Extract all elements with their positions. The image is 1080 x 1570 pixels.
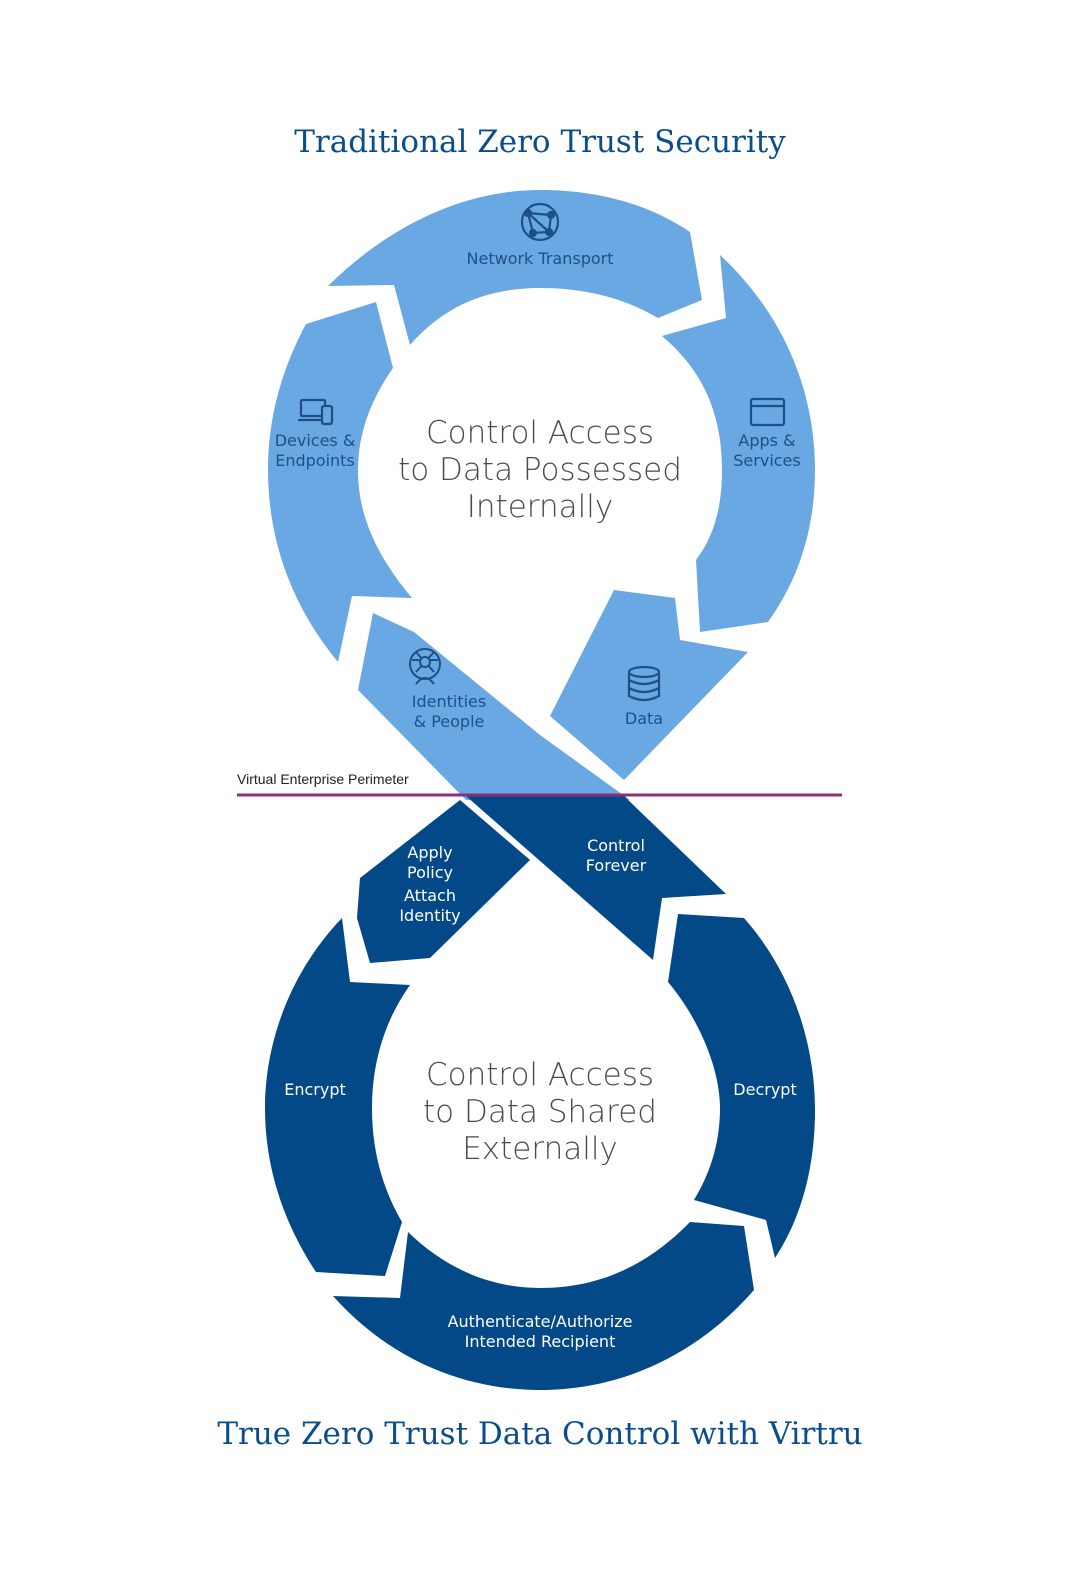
encrypt-label: Encrypt [284, 1080, 346, 1099]
control-line1: Control [587, 836, 645, 855]
decrypt-label: Decrypt [733, 1080, 797, 1099]
devices-endpoints-label: Devices & Endpoints [266, 431, 364, 471]
network-globe-icon [520, 202, 560, 242]
upper-center-line3: Internally [466, 489, 614, 525]
network-transport-label: Network Transport [466, 249, 614, 268]
browser-window-icon [749, 397, 786, 427]
segment-control-forever [466, 796, 726, 960]
lower-center-line1: Control Access [425, 1057, 655, 1093]
database-icon [627, 665, 661, 702]
devices-label-line2: Endpoints [275, 451, 355, 470]
control-forever-label: Control Forever [566, 836, 666, 876]
segment-apply-policy [357, 800, 530, 963]
apps-label-line2: Services [733, 451, 801, 470]
segment-encrypt [265, 918, 410, 1276]
apps-services-label: Apps & Services [718, 431, 816, 471]
lower-loop [265, 796, 815, 1390]
data-label: Data [624, 709, 664, 728]
lower-center-line2: to Data Shared [423, 1094, 657, 1130]
apply-policy-label: Apply Policy Attach Identity [380, 843, 480, 926]
control-line2: Forever [585, 856, 647, 875]
segment-data [550, 590, 748, 780]
identities-people-label: Identities & People [400, 692, 498, 732]
identities-label-line1: Identities [411, 692, 487, 711]
devices-icon [298, 398, 334, 426]
segment-decrypt [668, 914, 815, 1258]
perimeter-label: Virtual Enterprise Perimeter [237, 771, 409, 787]
apply-line1: Apply [407, 843, 453, 862]
top-title: Traditional Zero Trust Security [294, 124, 786, 160]
segment-apps-services [662, 255, 815, 632]
apply-line2: Policy [406, 863, 454, 882]
lower-center-line3: Externally [462, 1131, 618, 1167]
identity-network-icon [409, 648, 441, 685]
apps-label-line1: Apps & [738, 431, 796, 450]
lower-center-text: Control Access to Data Shared Externally [390, 1057, 690, 1168]
auth-line1: Authenticate/Authorize [447, 1312, 633, 1331]
segment-devices-endpoints [268, 302, 412, 662]
apply-line3: Attach [404, 886, 456, 905]
authenticate-label: Authenticate/Authorize Intended Recipien… [410, 1312, 670, 1352]
segment-network-transport [328, 190, 702, 345]
devices-label-line1: Devices & [274, 431, 356, 450]
bottom-title: True Zero Trust Data Control with Virtru [217, 1416, 863, 1452]
segment-authenticate [333, 1222, 754, 1390]
auth-line2: Intended Recipient [464, 1332, 616, 1351]
upper-center-line2: to Data Possessed [398, 452, 682, 488]
upper-center-line1: Control Access [425, 415, 655, 451]
identities-label-line2: & People [413, 712, 485, 731]
apply-line4: Identity [399, 906, 461, 925]
upper-center-text: Control Access to Data Possessed Interna… [390, 415, 690, 526]
